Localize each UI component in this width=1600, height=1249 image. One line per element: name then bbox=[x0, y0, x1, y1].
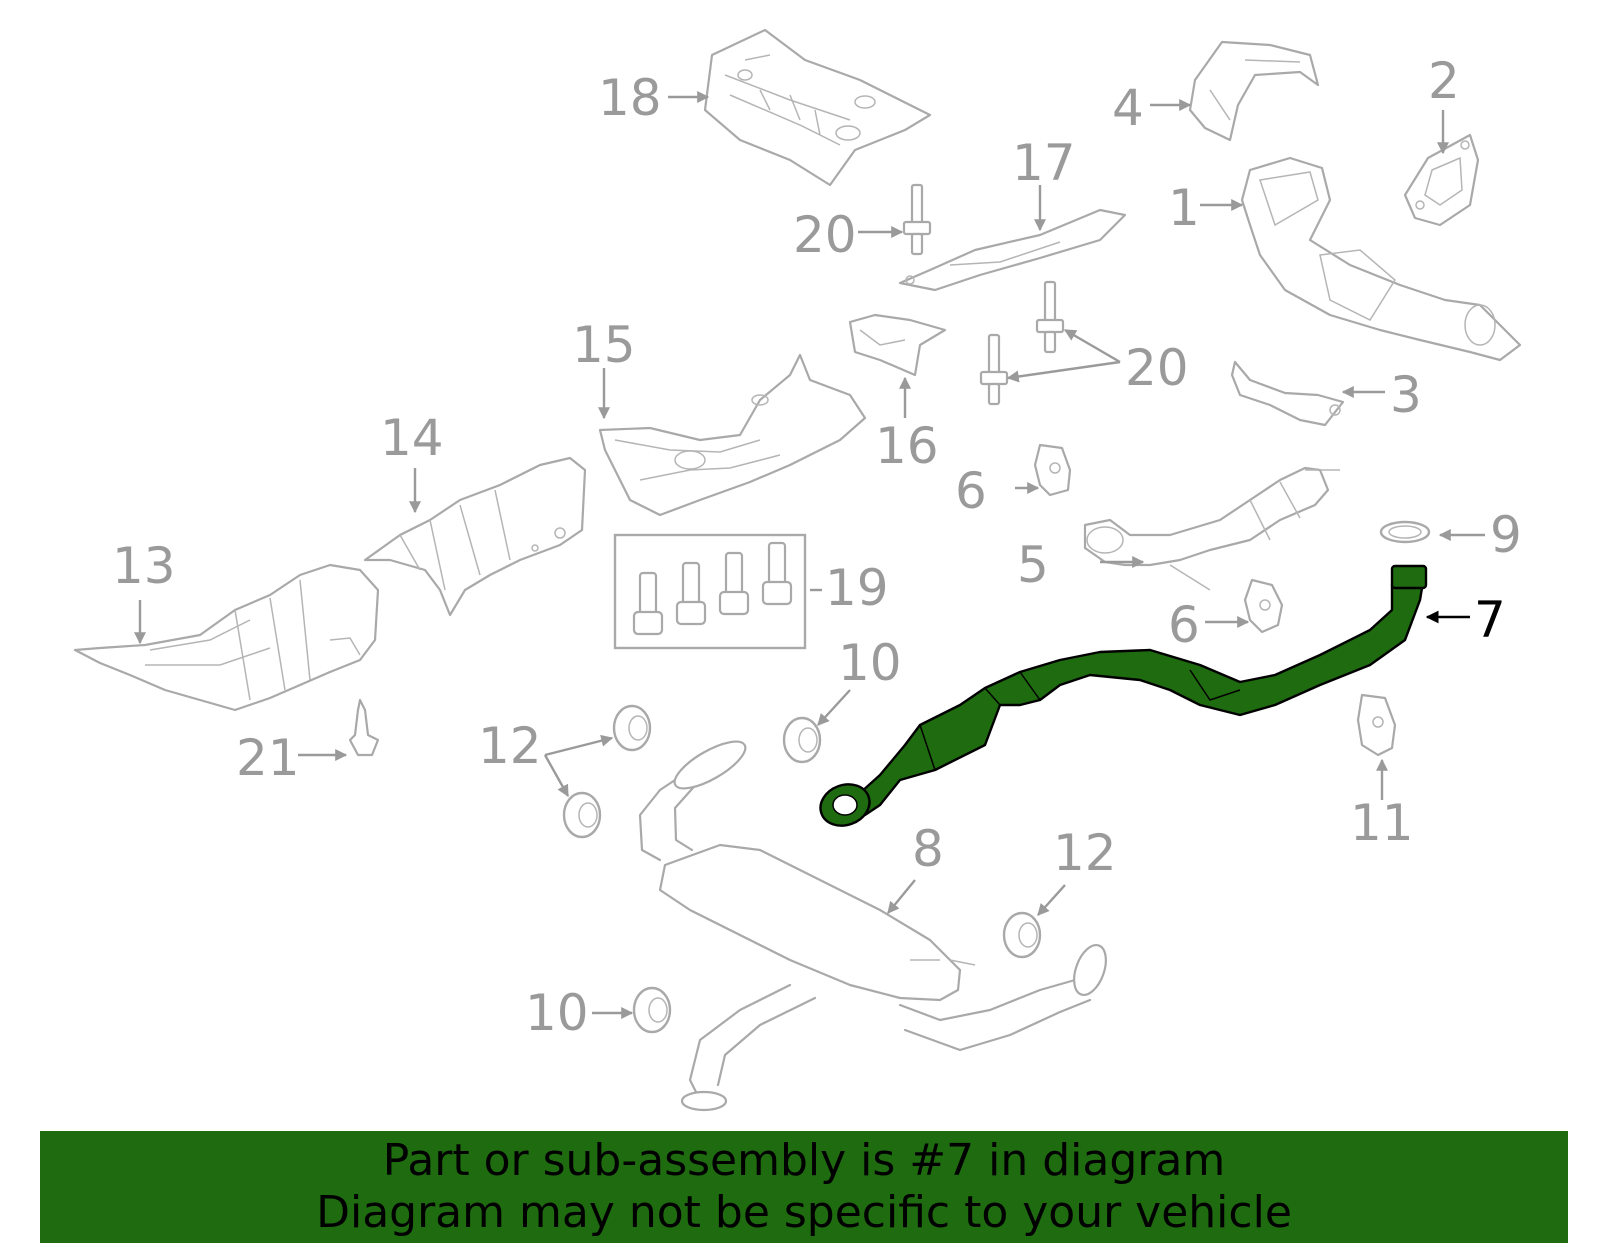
callout-7: 7 bbox=[1474, 591, 1506, 649]
callout-20-upper: 20 bbox=[793, 206, 857, 264]
muffler-assembly-part-8 bbox=[638, 740, 1107, 1112]
notice-banner: Part or sub-assembly is #7 in diagram Di… bbox=[40, 1131, 1568, 1243]
callout-10-upper: 10 bbox=[838, 634, 902, 692]
front-pipe-part-7 bbox=[819, 564, 1428, 827]
bracket-part-3 bbox=[1230, 360, 1345, 427]
callout-21: 21 bbox=[236, 729, 300, 787]
callout-6-upper: 6 bbox=[955, 462, 987, 520]
bolt-kit-part-19 bbox=[613, 533, 807, 650]
callout-14: 14 bbox=[380, 409, 444, 467]
bracket-part-17 bbox=[898, 208, 1127, 292]
callout-19: 19 bbox=[825, 559, 889, 617]
heat-shield-part-15 bbox=[598, 353, 867, 517]
insulator-part-12 bbox=[1002, 911, 1042, 959]
callout-3: 3 bbox=[1390, 366, 1422, 424]
callout-10-lower: 10 bbox=[525, 984, 589, 1042]
insulator-part-12 bbox=[562, 791, 602, 839]
callout-5: 5 bbox=[1017, 536, 1049, 594]
gasket-part-9 bbox=[1379, 520, 1431, 544]
callout-12-right: 12 bbox=[1053, 824, 1117, 882]
hanger-part-11 bbox=[1356, 693, 1397, 757]
notice-line-disclaimer: Diagram may not be specific to your vehi… bbox=[316, 1187, 1292, 1238]
bolt-part-20 bbox=[979, 333, 1009, 406]
callout-13: 13 bbox=[112, 537, 176, 595]
leader-lines bbox=[134, 91, 1485, 1019]
heat-shield-part-18 bbox=[703, 28, 932, 187]
gasket-part-2 bbox=[1403, 133, 1480, 227]
callout-6-lower: 6 bbox=[1168, 596, 1200, 654]
heat-shield-part-13 bbox=[73, 563, 380, 712]
bolt-part-20 bbox=[902, 183, 932, 256]
callout-labels: 1 2 3 4 5 6 6 7 8 9 10 10 11 12 12 13 14… bbox=[112, 52, 1522, 1042]
hanger-part-6 bbox=[1033, 443, 1072, 497]
callout-9: 9 bbox=[1490, 506, 1522, 564]
callout-16: 16 bbox=[875, 417, 939, 475]
callout-11: 11 bbox=[1350, 794, 1414, 852]
callout-18: 18 bbox=[598, 69, 662, 127]
bolt-part-20 bbox=[1035, 280, 1065, 354]
hanger-part-6 bbox=[1243, 578, 1284, 634]
heat-shield-part-4 bbox=[1188, 40, 1320, 142]
heat-shield-part-14 bbox=[363, 456, 587, 617]
callout-4: 4 bbox=[1112, 79, 1144, 137]
bracket-part-16 bbox=[848, 313, 947, 377]
callout-2: 2 bbox=[1428, 52, 1460, 110]
exhaust-manifold-part-1 bbox=[1240, 156, 1522, 362]
insulator-part-10 bbox=[632, 986, 672, 1034]
clip-part-21 bbox=[348, 698, 380, 757]
callout-1: 1 bbox=[1168, 179, 1200, 237]
callout-15: 15 bbox=[572, 316, 636, 374]
notice-line-part-number: Part or sub-assembly is #7 in diagram bbox=[382, 1135, 1226, 1186]
callout-17: 17 bbox=[1012, 134, 1076, 192]
catalytic-converter-part-5 bbox=[1083, 466, 1340, 591]
insulator-part-12 bbox=[612, 704, 652, 752]
callout-20-lower: 20 bbox=[1125, 339, 1189, 397]
callout-12-left: 12 bbox=[478, 717, 542, 775]
callout-8: 8 bbox=[912, 820, 944, 878]
insulator-part-10 bbox=[782, 716, 822, 764]
